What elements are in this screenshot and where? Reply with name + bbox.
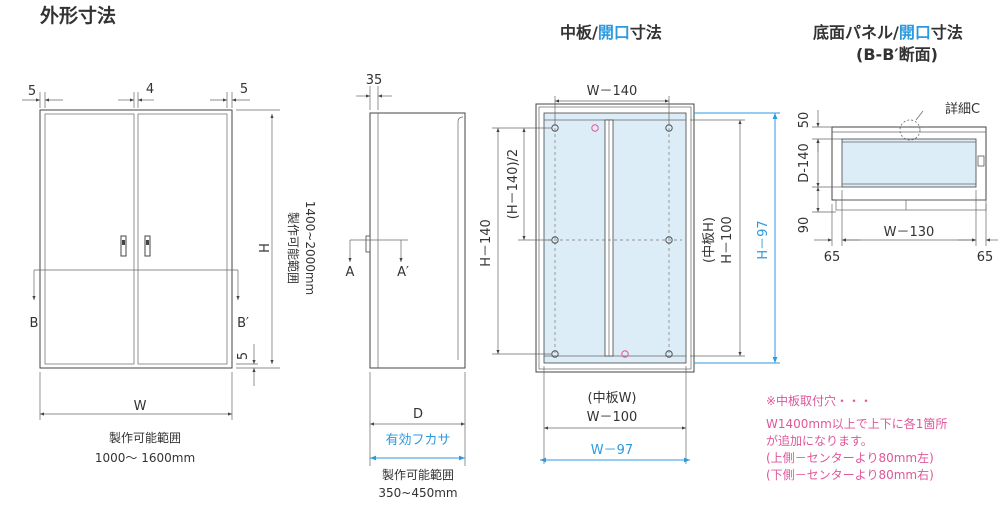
panel-subtitle: (B-B′断面) [856,45,938,64]
panel-dim-d140: D-140 [797,143,812,183]
front-dim-w: W [134,399,147,414]
plate-dim-top: W－140 [587,84,638,99]
side-section-a: A [346,265,355,280]
side-range-value: 350~450mm [378,486,457,500]
panel-dim-left-65: 65 [824,250,841,265]
side-section-a-prime: A′ [397,265,409,280]
side-view [348,86,466,466]
front-range-label: 製作可能範囲 [109,430,181,445]
plate-dim-right-2: H－100 [720,216,735,264]
plate-view [492,96,780,464]
front-section-b: B [30,316,39,331]
panel-dim-w130: W－130 [884,225,935,240]
plate-dim-bottom-blue: W－97 [591,443,633,458]
plate-dim-right-blue: H－97 [756,220,771,259]
panel-view [812,110,998,246]
side-dim-top: 35 [366,73,383,88]
front-view [22,92,280,420]
side-effective-depth: 有効フカサ [385,433,450,448]
front-section-b-prime: B′ [237,316,249,331]
note-line-1: W1400mm以上で上下に各1箇所 [766,416,947,431]
panel-dim-50: 50 [797,112,812,129]
plate-dim-left-outer: H－140 [479,219,494,267]
front-range-value-vertical: 1400~2000mm [303,201,317,296]
note-line-3: (上側－センターより80mm左) [766,450,934,465]
front-dim-right: 5 [240,82,248,97]
front-dim-center: 4 [146,82,154,97]
plate-title: 中板/開口寸法 [560,23,662,42]
front-dim-bottom: 5 [236,352,251,360]
plate-dim-left-inner: (H－140)/2 [506,149,521,219]
plate-dim-right-1: (中板H) [702,217,717,263]
plate-dim-bottom-1: (中板W) [588,391,637,406]
panel-title: 底面パネル/開口寸法 [813,23,963,42]
front-dim-left: 5 [28,84,36,99]
main-title: 外形寸法 [40,4,116,27]
note-line-4: (下側－センターより80mm右) [766,467,934,482]
note-line-2: が追加になります。 [766,433,873,448]
note-head: ※中板取付穴・・・ [766,393,872,408]
front-range-label-vertical: 製作可能範囲 [286,212,301,284]
panel-detail-label: 詳細C [945,101,980,117]
side-dim-d: D [413,407,423,422]
panel-dim-right-65: 65 [977,250,994,265]
plate-dim-bottom-2: W－100 [587,410,638,425]
panel-dim-90: 90 [797,217,812,234]
front-dim-h: H [258,243,273,253]
side-range-label: 製作可能範囲 [382,467,454,482]
front-range-value: 1000～ 1600mm [95,451,195,465]
